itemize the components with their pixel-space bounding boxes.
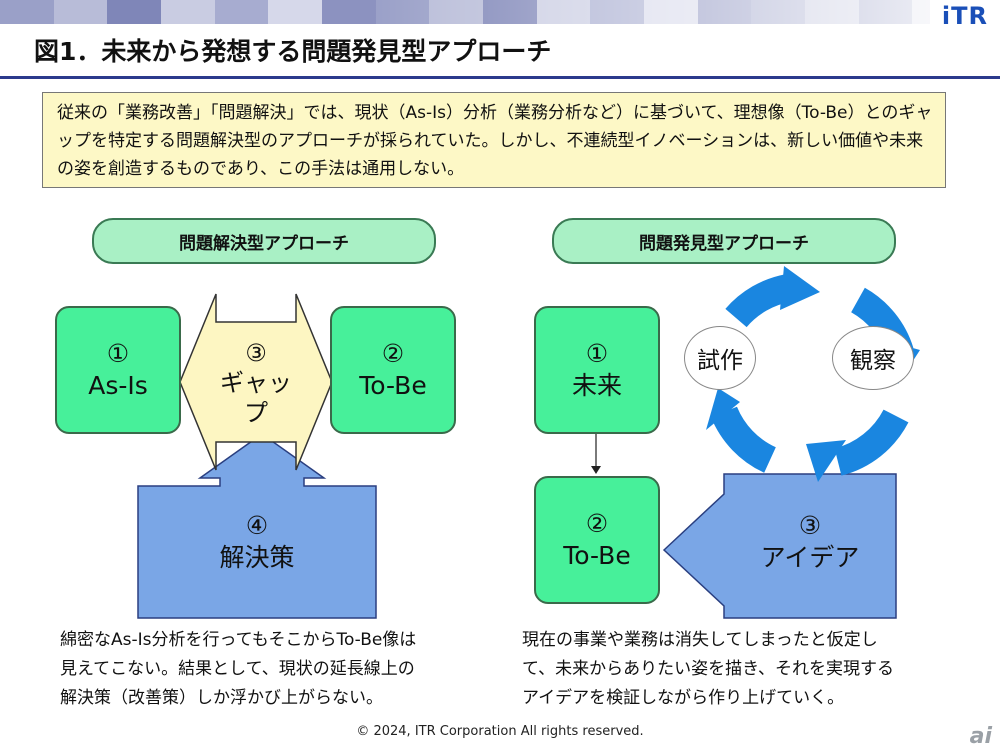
as-is-label: As-Is [88,371,148,400]
gap-label-group: ③ ギャップ [216,338,296,428]
to-be-box-left: ② To-Be [330,306,456,434]
to-be-number-right: ② [585,509,609,538]
left-caption-line: 見えてこない。結果として、現状の延長線上の [60,659,415,679]
future-box: ① 未来 [534,306,660,434]
idea-label-group: ③ アイデア [724,510,896,574]
solution-up-arrow [137,433,377,619]
title-divider [0,76,1000,79]
idea-number: ③ [798,511,822,540]
future-number: ① [585,339,609,368]
observe-bubble: 観察 [832,326,914,390]
left-caption-line: 解決策（改善策）しか浮かび上がらない。 [60,688,383,708]
header-band-fade [0,0,930,24]
right-caption: 現在の事業や業務は消失してしまったと仮定し て、未来からありたい姿を描き、それを… [522,626,894,713]
to-be-label-left: To-Be [359,371,427,400]
copyright-footer: © 2024, ITR Corporation All rights reser… [356,724,644,739]
itr-logo: iTR [941,2,988,30]
solution-number: ④ [245,511,269,540]
gap-number: ③ [245,339,267,367]
gap-label: ギャップ [220,369,292,427]
problem-solving-pill: 問題解決型アプローチ [92,218,436,264]
right-caption-line: アイデアを検証しながら作り上げていく。 [522,688,845,708]
to-be-number-left: ② [381,339,405,368]
as-is-box: ① As-Is [55,306,181,434]
left-caption: 綿密なAs-Is分析を行ってもそこからTo-Be像は 見えてこない。結果として、… [60,626,416,713]
ai-watermark: ai [969,724,992,749]
idea-label: アイデア [760,543,860,572]
future-label: 未来 [571,371,622,400]
solution-label: 解決策 [219,543,295,572]
right-caption-line: 現在の事業や業務は消失してしまったと仮定し [522,630,878,650]
to-be-box-right: ② To-Be [534,476,660,604]
problem-discovery-pill: 問題発見型アプローチ [552,218,896,264]
idea-left-arrow [662,473,897,619]
intro-note: 従来の「業務改善」「問題解決」では、現状（As-Is）分析（業務分析など）に基づ… [42,92,946,188]
prototype-bubble: 試作 [684,326,756,390]
page-title: 図1．未来から発想する問題発見型アプローチ [34,37,552,66]
right-caption-line: て、未来からありたい姿を描き、それを実現する [522,659,894,679]
future-to-tobe-arrowhead [591,466,601,474]
solution-label-group: ④ 解決策 [138,510,376,574]
to-be-label-right: To-Be [563,541,631,570]
as-is-number: ① [106,339,130,368]
left-caption-line: 綿密なAs-Is分析を行ってもそこからTo-Be像は [60,630,417,650]
